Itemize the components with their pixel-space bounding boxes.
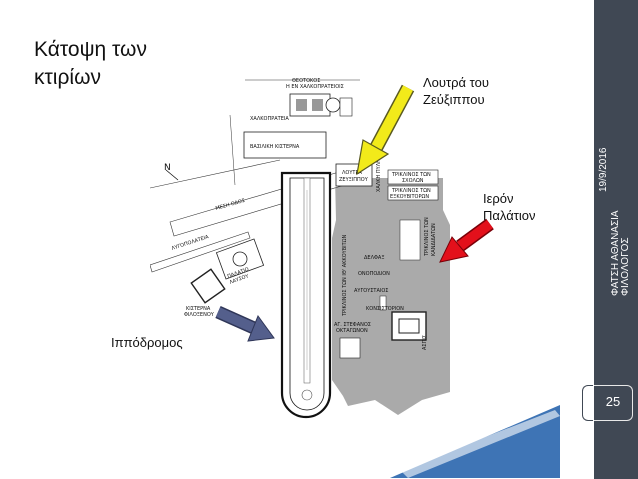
slide-title: Κάτοψη των κτιρίων <box>34 36 147 92</box>
philoxenos-cistern <box>190 268 226 304</box>
map-label-theotokos-2: Η ΕΝ ΧΑΛΚΟΠΡΑΤΕΙΟΙΣ <box>286 84 344 90</box>
map-label-xix-akkoubiton: ΤΡΙΚΛΙΝΟΣ ΤΩΝ ΙΘ' ΑΚΚΟΥΒΙΤΩΝ <box>342 235 348 317</box>
page-number-bracket <box>582 385 593 421</box>
hippodrome <box>280 171 332 419</box>
sidebar <box>594 0 638 479</box>
map-label-cistern: ΒΑΣΙΛΙΚΗ ΚΙΣΤΕΡΝΑ <box>250 144 300 150</box>
label-palace-line-2: Παλάτιον <box>483 208 536 223</box>
map-label-konsistorion: ΚΟΝΣΙΣΤΟΡΙΟΝ <box>366 306 404 312</box>
label-zeuxippos-baths: Λουτρά του Ζεύξιππου <box>423 74 489 108</box>
map-label-theotokos-1: ΘΕΟΤΟΚΟΣ <box>292 78 320 84</box>
water-shore <box>400 410 560 478</box>
title-line-2: κτιρίων <box>34 66 101 89</box>
map-label-exkoubiton-2: ΕΞΚΟΥΒΙΤΟΡΩΝ <box>390 194 429 200</box>
arrow-blue-hippodrome <box>215 306 275 342</box>
theotokos-church <box>289 93 353 117</box>
label-hippodrome: Ιππόδρομος <box>111 335 183 350</box>
sidebar-author-role: ΦΙΛΟΛΟΓΟΣ <box>620 237 631 296</box>
page-number: 25 <box>605 394 621 409</box>
map-label-exkoubiton-1: ΤΡΙΚΛΙΝΟΣ ΤΩΝ <box>391 188 431 194</box>
map-label-augustaios: ΑΥΓΟΥΣΤΑΙΟΣ <box>354 288 388 294</box>
map-label-kisterna-2: ΦΙΛΟΞΕΝΟΥ <box>184 312 215 318</box>
label-zeuxippos-line-2: Ζεύξιππου <box>423 92 485 107</box>
map-label-north: N <box>164 163 171 173</box>
title-line-1: Κάτοψη των <box>34 38 147 61</box>
page-number-box <box>594 385 633 421</box>
sidebar-date: 19/9/2016 <box>598 147 609 193</box>
map-label-loutra-2: ΖΕΥΞΙΠΠΟΥ <box>339 177 369 183</box>
map-label-loutra-1: ΛΟΥΤΡΑ <box>342 170 362 176</box>
street-lygopolateia <box>150 231 251 273</box>
map-label-delphax: ΔΕΛΦΑΞ <box>364 255 385 261</box>
arrow-red-palace <box>439 218 494 263</box>
label-zeuxippos-line-1: Λουτρά του <box>423 75 489 90</box>
label-sacred-palace: Ιερόν Παλάτιον <box>483 190 535 224</box>
label-palace-line-1: Ιερόν <box>483 191 514 206</box>
palace-area <box>332 178 450 415</box>
arrow-yellow-baths <box>356 84 415 176</box>
map-label-agios-stephanos-2: ΟΚΤΑΓΩΝΟΝ <box>336 328 368 334</box>
map-label-chalkoprateia: ΧΑΛΚΟΠΡΑΤΕΙΑ <box>250 116 289 122</box>
map-label-kandidaton-2: ΚΑΝΔΙΔΑΤΩΝ <box>431 223 437 256</box>
map-label-agios-stephanos-1: ΑΓ. ΣΤΕΦΑΝΟΣ <box>334 322 371 328</box>
map-label-kisterna-1: ΚΙΣΤΕΡΝΑ <box>186 306 211 312</box>
floor-plan-map: ΘΕΟΤΟΚΟΣ Η ΕΝ ΧΑΛΚΟΠΡΑΤΕΙΟΙΣ ΧΑΛΚΟΠΡΑΤΕΙ… <box>150 78 560 478</box>
map-label-kandidaton-1: ΤΡΙΚΛΙΝΟΣ ΤΩΝ <box>424 217 430 257</box>
basilica-cistern <box>243 131 327 159</box>
map-label-asis: ΑΣΠΙΣ <box>422 335 428 350</box>
map-label-scholon-1: ΤΡΙΚΛΙΝΟΣ ΤΩΝ <box>391 172 431 178</box>
map-label-chalki: ΧΑΛΚΗ ΠΥΛΗ <box>376 159 382 192</box>
north-arrow <box>165 169 179 181</box>
map-label-scholon-2: ΣΧΟΛΩΝ <box>402 178 424 184</box>
map-label-onopodion: ΟΝΟΠΟΔΙΟΝ <box>358 271 390 277</box>
